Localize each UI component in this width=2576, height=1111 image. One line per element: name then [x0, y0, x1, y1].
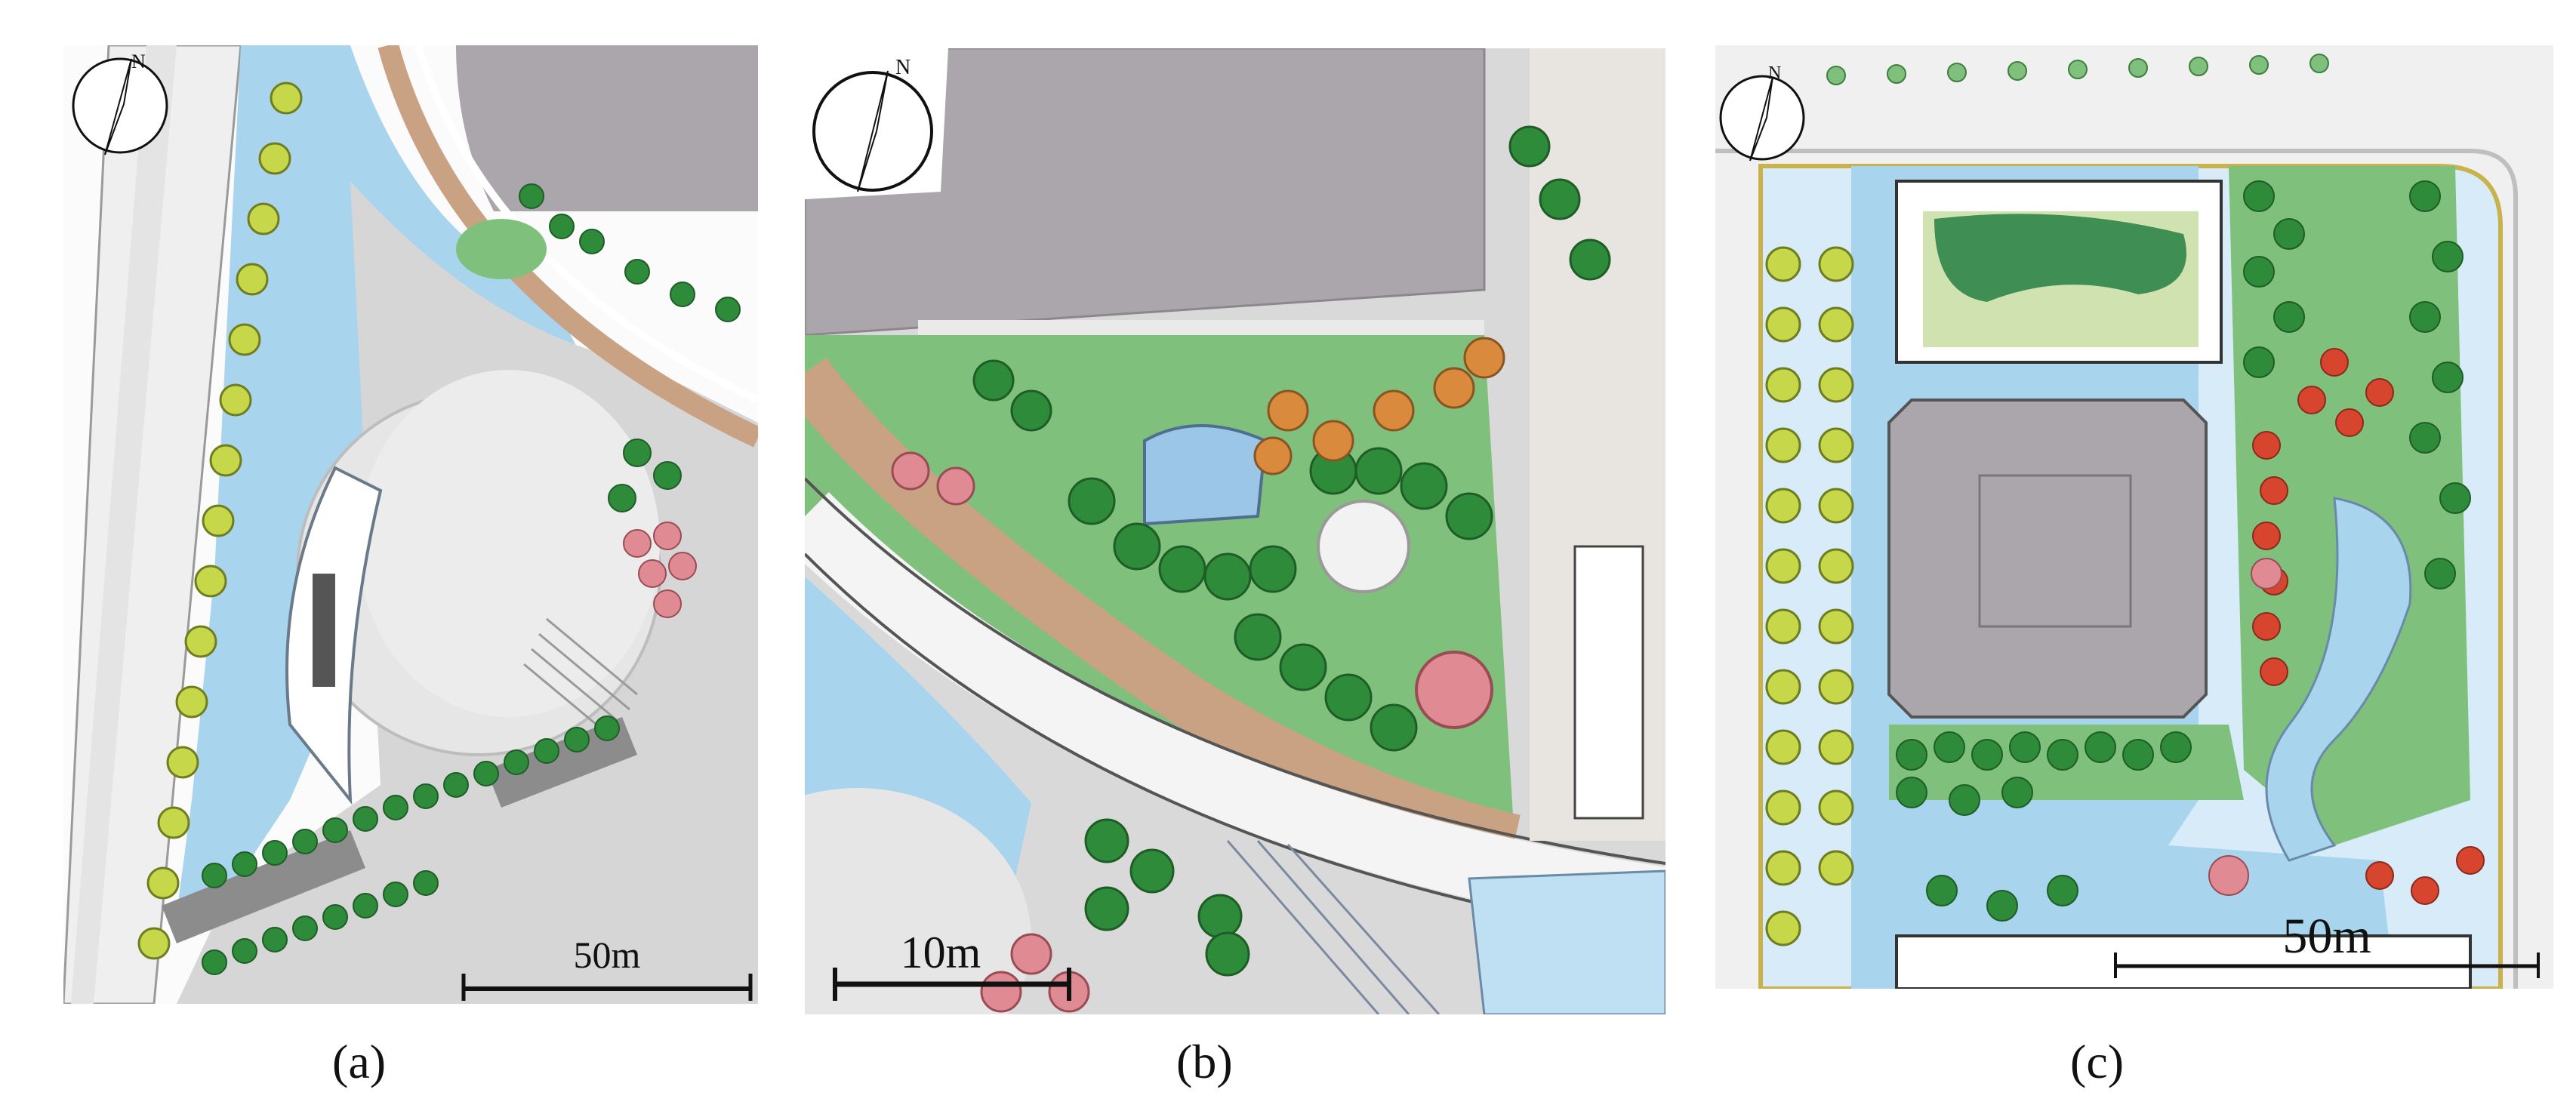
caption-c: (c) [2070, 1035, 2125, 1088]
scale-label-a: 50m [574, 934, 641, 976]
scale-bar-c: 50m [2114, 909, 2540, 978]
round-feature-b [1415, 651, 1493, 729]
planter-strip-2-a [486, 717, 637, 808]
oval-inner-a [358, 370, 660, 717]
walkway-edge-b [805, 477, 1665, 865]
road-lane-a [71, 45, 177, 1004]
walkway-b [805, 492, 1665, 935]
caption-b: (b) [1176, 1035, 1233, 1088]
round-pavilion-b [1317, 500, 1410, 593]
stage-a [313, 574, 335, 687]
sunken-garden-pond-c [1934, 214, 2186, 302]
north-label-c: N [1768, 63, 1781, 83]
site-plan-a [63, 45, 758, 1004]
site-plan-c [1715, 45, 2553, 989]
tree-row-north-c [1826, 54, 2329, 85]
map-panel-a: N 50m [63, 45, 758, 1004]
tree-cluster-a [202, 183, 741, 975]
map-panel-b: N 10m [805, 48, 1665, 1014]
tree-cluster-c [1896, 180, 2471, 922]
pink-trees-c [2208, 558, 2282, 896]
greenhouse-b [1143, 424, 1268, 526]
tree-row-west-c [1765, 246, 1854, 946]
structure-b [1573, 545, 1644, 820]
oval-b [805, 788, 1031, 1014]
north-label-c-wrap: N [1768, 63, 1781, 83]
building-c [1887, 399, 2208, 719]
building-b [805, 48, 1486, 337]
scale-label-c: 50m [2282, 909, 2371, 964]
site-plan-b [805, 48, 1665, 1014]
winding-pond-c [2265, 497, 2412, 862]
north-arrow-c [1719, 75, 1805, 162]
tree-row-a [137, 82, 303, 960]
caption-a: (a) [332, 1035, 387, 1088]
north-arrow-b [805, 48, 948, 199]
pink-trees-a [623, 522, 697, 618]
north-label-b: N [895, 56, 911, 79]
road-edge-c [1715, 149, 2518, 989]
building-a [456, 45, 758, 211]
scale-label-b: 10m [901, 928, 981, 977]
scale-bar-b: 10m [833, 928, 1071, 1001]
tree-cluster-b [972, 125, 1611, 977]
north-label-a: N [131, 51, 146, 72]
planter-strip-1-a [162, 830, 365, 943]
orange-trees-b [1253, 337, 1505, 475]
north-label-a-wrap: N [131, 51, 146, 72]
lower-building-c [1895, 934, 2472, 989]
scale-bar-a: 50m [461, 934, 753, 1001]
glass-canopy-b [1468, 869, 1665, 1014]
map-panel-c: N 50m [1715, 45, 2553, 989]
building-c-inner [1978, 474, 2132, 628]
stairs-b [1226, 840, 1441, 1014]
north-arrow-a [72, 57, 168, 155]
north-label-b-wrap: N [895, 56, 911, 79]
lawn-a [456, 219, 547, 279]
